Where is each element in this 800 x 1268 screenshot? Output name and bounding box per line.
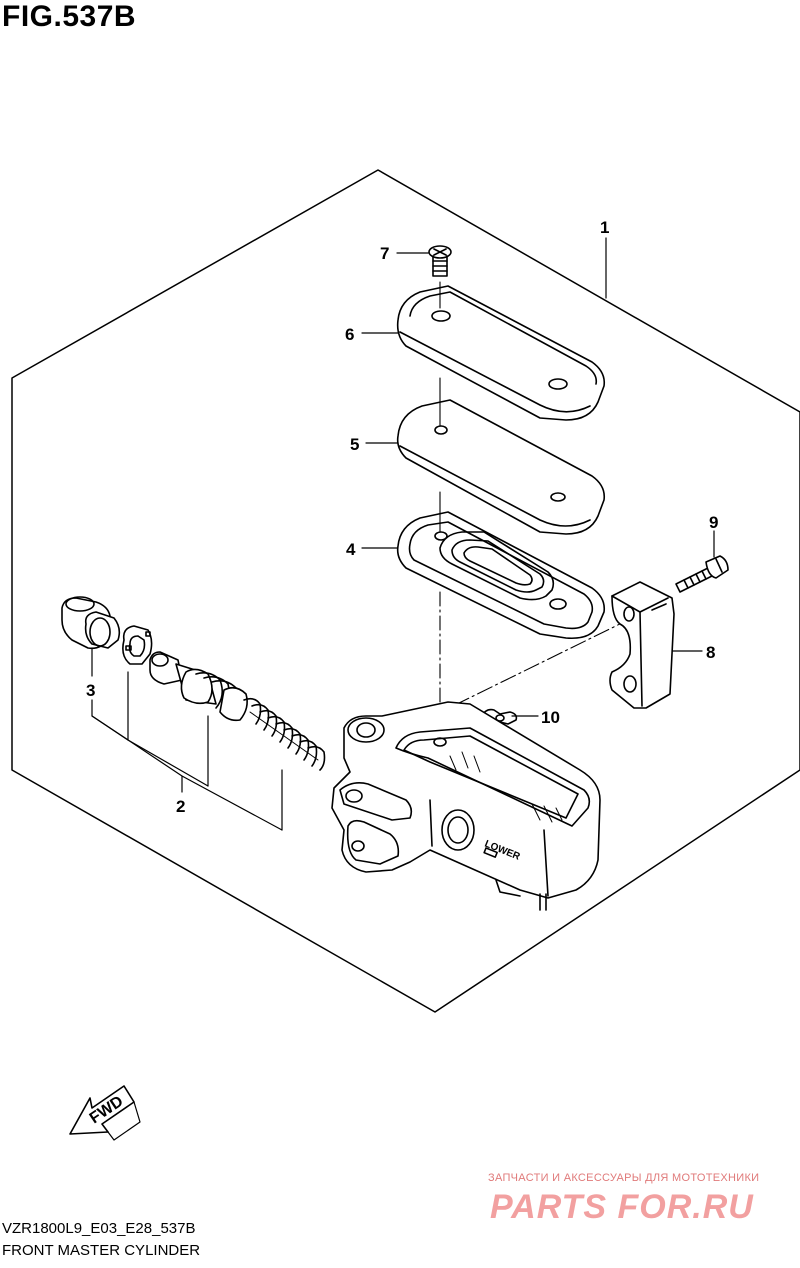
part-6-reservoir-cap[interactable] bbox=[396, 285, 606, 421]
part-5-diaphragm-plate[interactable] bbox=[396, 399, 606, 535]
callout-4: 4 bbox=[346, 540, 356, 559]
callout-9: 9 bbox=[709, 513, 718, 532]
figure-caption: FRONT MASTER CYLINDER bbox=[2, 1242, 201, 1259]
figure-title: FIG.537B bbox=[2, 0, 137, 33]
part-8-clamp[interactable] bbox=[609, 581, 675, 709]
watermark-tagline: ЗАПЧАСТИ И АКСЕССУАРЫ ДЛЯ МОТОТЕХНИКИ bbox=[488, 1172, 760, 1184]
callout-10: 10 bbox=[541, 708, 560, 727]
fwd-direction-arrow: FWD bbox=[69, 1085, 141, 1141]
callout-3: 3 bbox=[86, 681, 95, 700]
callout-6: 6 bbox=[345, 325, 354, 344]
callout-8: 8 bbox=[706, 643, 715, 662]
bracket-guide-line bbox=[454, 617, 633, 706]
part-7-screw[interactable] bbox=[428, 245, 452, 277]
callout-1: 1 bbox=[600, 218, 609, 237]
leader-lines bbox=[91, 237, 715, 831]
part-3-boot[interactable] bbox=[61, 596, 121, 650]
callout-labels: 1 7 6 5 4 9 8 10 3 2 bbox=[86, 218, 718, 816]
callout-2: 2 bbox=[176, 797, 185, 816]
part-2-piston-assembly[interactable] bbox=[149, 651, 326, 771]
callout-7: 7 bbox=[380, 244, 389, 263]
part-1-master-cylinder-body[interactable]: LOWER bbox=[331, 701, 601, 911]
part-9-bolt[interactable] bbox=[675, 555, 729, 593]
part-3-circlip[interactable] bbox=[122, 625, 153, 665]
part-4-diaphragm[interactable] bbox=[396, 511, 606, 640]
model-code: VZR1800L9_E03_E28_537B bbox=[2, 1220, 196, 1237]
assembly-boundary bbox=[11, 169, 800, 1013]
callout-5: 5 bbox=[350, 435, 359, 454]
watermark-logo: PARTS FOR.RU bbox=[490, 1188, 754, 1226]
